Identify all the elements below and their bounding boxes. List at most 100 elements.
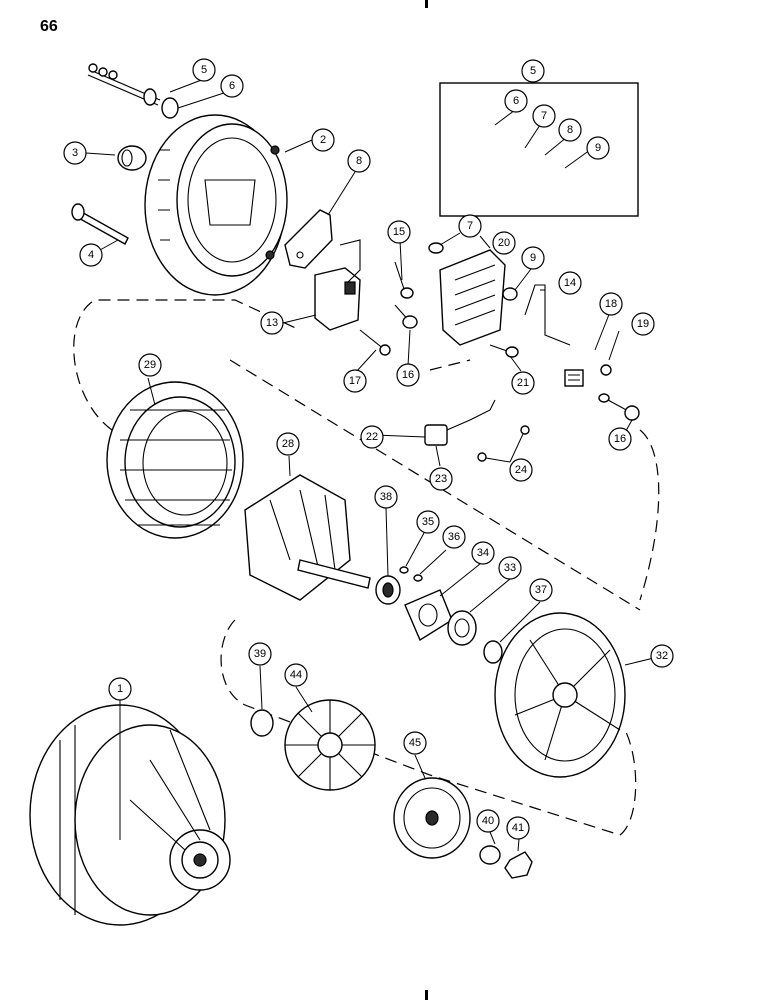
callout-19: 19 bbox=[631, 312, 655, 336]
bearing-33 bbox=[447, 610, 477, 646]
nut-9 bbox=[502, 287, 518, 301]
callout-8: 7 bbox=[458, 214, 482, 238]
screw-17 bbox=[359, 329, 391, 356]
screw-21 bbox=[489, 344, 519, 358]
callout-13: 13 bbox=[260, 311, 284, 335]
page-number: 66 bbox=[40, 18, 58, 35]
svg-text:36: 36 bbox=[448, 531, 460, 543]
callout-38: 38 bbox=[374, 485, 398, 509]
callout-44: 44 bbox=[284, 663, 308, 687]
svg-text:9: 9 bbox=[595, 142, 601, 154]
callout-16-middle: 16 bbox=[396, 363, 420, 387]
svg-text:35: 35 bbox=[422, 516, 434, 528]
svg-text:28: 28 bbox=[282, 438, 294, 450]
svg-text:24: 24 bbox=[515, 464, 527, 476]
leader-lines bbox=[85, 72, 659, 852]
callout-29: 29 bbox=[138, 353, 162, 377]
callout-6-box: 6 bbox=[504, 89, 528, 113]
svg-text:40: 40 bbox=[482, 815, 494, 827]
callout-6-top: 5 bbox=[192, 58, 216, 82]
rotor bbox=[244, 474, 371, 601]
svg-text:16: 16 bbox=[402, 369, 414, 381]
svg-text:39: 39 bbox=[254, 648, 266, 660]
washer-8 bbox=[428, 242, 444, 254]
svg-text:5: 5 bbox=[530, 65, 536, 77]
callout-4: 4 bbox=[79, 243, 103, 267]
callout-35: 35 bbox=[416, 510, 440, 534]
bearing-38 bbox=[375, 575, 401, 605]
callout-39: 39 bbox=[248, 642, 272, 666]
svg-text:21: 21 bbox=[517, 377, 529, 389]
callout-34: 34 bbox=[471, 541, 495, 565]
callout-12: 8 bbox=[347, 149, 371, 173]
callout-32: 32 bbox=[650, 644, 674, 668]
svg-text:34: 34 bbox=[477, 547, 489, 559]
washer-36 bbox=[413, 574, 423, 582]
washer-37 bbox=[483, 640, 503, 664]
shaft-nut bbox=[504, 851, 533, 879]
washer-19 bbox=[600, 364, 612, 376]
callout-9-box: 9 bbox=[586, 136, 610, 160]
collar bbox=[250, 709, 274, 737]
svg-text:29: 29 bbox=[144, 359, 156, 371]
stator bbox=[106, 381, 244, 539]
svg-text:33: 33 bbox=[504, 562, 516, 574]
bushing bbox=[117, 145, 147, 171]
svg-text:7: 7 bbox=[467, 220, 473, 232]
callout-9: 9 bbox=[521, 246, 545, 270]
screw-35 bbox=[399, 566, 409, 574]
callout-40: 40 bbox=[476, 809, 500, 833]
mounting-bracket bbox=[284, 209, 333, 269]
callout-15: 15 bbox=[387, 220, 411, 244]
retainer-plate bbox=[404, 589, 453, 642]
callout-37: 37 bbox=[529, 578, 553, 602]
callout-33: 33 bbox=[498, 556, 522, 580]
callout-24: 24 bbox=[509, 458, 533, 482]
callout-45: 45 bbox=[403, 731, 427, 755]
callout-17: 17 bbox=[343, 369, 367, 393]
svg-text:15: 15 bbox=[393, 226, 405, 238]
svg-text:2: 2 bbox=[320, 134, 326, 146]
svg-text:1: 1 bbox=[117, 683, 123, 695]
through-bolt bbox=[71, 203, 129, 245]
rectifier-bridge bbox=[439, 249, 506, 346]
svg-text:32: 32 bbox=[656, 650, 668, 662]
callout-21: 21 bbox=[511, 371, 535, 395]
svg-text:6: 6 bbox=[513, 95, 519, 107]
svg-text:44: 44 bbox=[290, 669, 302, 681]
callout-14: 14 bbox=[558, 271, 582, 295]
svg-text:17: 17 bbox=[349, 375, 361, 387]
callout-22: 22 bbox=[360, 425, 384, 449]
callout-7-top: 6 bbox=[220, 74, 244, 98]
svg-text:45: 45 bbox=[409, 737, 421, 749]
screw-24 bbox=[477, 425, 530, 462]
svg-text:19: 19 bbox=[637, 318, 649, 330]
callout-7-box: 7 bbox=[532, 104, 556, 128]
assembly-dash-line-right bbox=[639, 429, 660, 601]
svg-text:4: 4 bbox=[88, 249, 94, 261]
svg-text:18: 18 bbox=[605, 298, 617, 310]
drive-end-frame bbox=[494, 612, 626, 778]
assembly-dash-line-upper bbox=[73, 299, 301, 431]
voltage-regulator bbox=[314, 239, 361, 331]
callout-20: 20 bbox=[492, 231, 516, 255]
screw-16-middle bbox=[394, 304, 418, 329]
terminal-bolt-top bbox=[87, 63, 179, 119]
svg-text:38: 38 bbox=[380, 491, 392, 503]
capacitor bbox=[424, 399, 496, 446]
alternator-assembly bbox=[29, 704, 231, 926]
assembly-dash-line-middle bbox=[229, 359, 641, 611]
svg-text:7: 7 bbox=[541, 110, 547, 122]
svg-text:9: 9 bbox=[530, 252, 536, 264]
group-box bbox=[439, 82, 639, 217]
fan bbox=[284, 699, 376, 791]
callout-1: 1 bbox=[108, 677, 132, 701]
svg-text:14: 14 bbox=[564, 277, 576, 289]
svg-text:3: 3 bbox=[72, 147, 78, 159]
svg-text:5: 5 bbox=[201, 64, 207, 76]
svg-text:16: 16 bbox=[614, 433, 626, 445]
screw-16-right bbox=[598, 393, 640, 421]
svg-text:22: 22 bbox=[366, 431, 378, 443]
callout-3: 3 bbox=[63, 141, 87, 165]
